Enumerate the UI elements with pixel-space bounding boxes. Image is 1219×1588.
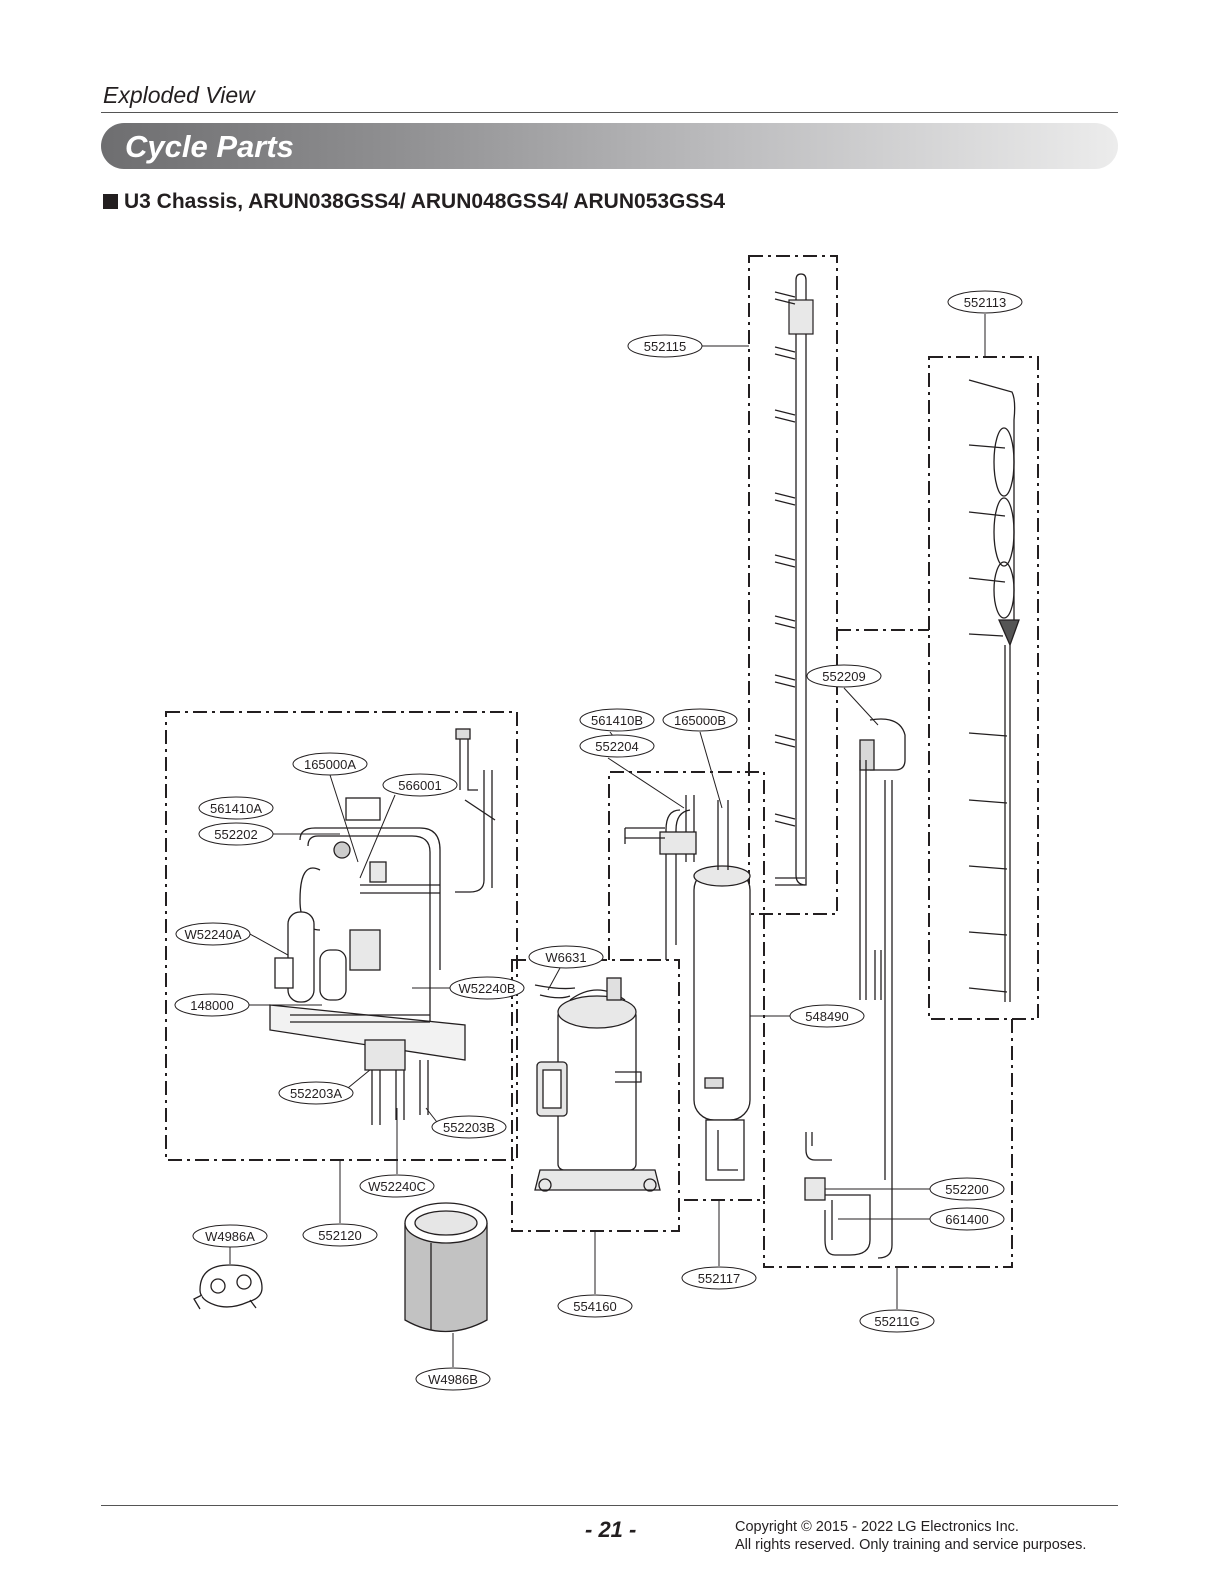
callout-552203A-text: 552203A bbox=[290, 1086, 342, 1101]
callout-552115-text: 552115 bbox=[644, 339, 686, 354]
callout-552204: 552204 bbox=[579, 734, 655, 758]
callout-W4986B: W4986B bbox=[415, 1367, 491, 1391]
callout-554160-text: 554160 bbox=[573, 1299, 616, 1314]
jacket-W4986B bbox=[404, 1202, 488, 1333]
top-rule bbox=[101, 112, 1118, 113]
callout-561410A-text: 561410A bbox=[210, 801, 262, 816]
callout-W4986A-text: W4986A bbox=[205, 1229, 255, 1244]
callout-566001: 566001 bbox=[382, 773, 458, 797]
leader-lines bbox=[229, 314, 986, 1367]
callout-552209-text: 552209 bbox=[822, 669, 865, 684]
header-tube-552115 bbox=[774, 273, 814, 886]
callout-552203A: 552203A bbox=[278, 1081, 354, 1105]
callout-552209: 552209 bbox=[806, 664, 882, 688]
callout-552120-text: 552120 bbox=[318, 1228, 361, 1243]
mount-W4986A bbox=[193, 1264, 263, 1310]
callout-W52240C: W52240C bbox=[359, 1174, 435, 1198]
accumulator-552117 bbox=[624, 795, 751, 1181]
callout-561410B: 561410B bbox=[579, 708, 655, 732]
callout-W52240B: W52240B bbox=[449, 976, 525, 1000]
section-title: Exploded View bbox=[103, 82, 255, 108]
callout-661400-text: 661400 bbox=[945, 1212, 988, 1227]
frame-55211G bbox=[763, 629, 1013, 1268]
callout-661400: 661400 bbox=[929, 1207, 1005, 1231]
callout-552204-text: 552204 bbox=[595, 739, 638, 754]
callout-548490-text: 548490 bbox=[805, 1009, 848, 1024]
bullet-square-icon bbox=[103, 194, 118, 209]
callout-W52240A-text: W52240A bbox=[184, 927, 241, 942]
callout-148000: 148000 bbox=[174, 993, 250, 1017]
callout-552115: 552115 bbox=[627, 334, 703, 358]
callout-548490: 548490 bbox=[789, 1004, 865, 1028]
callout-165000B-text: 165000B bbox=[674, 713, 726, 728]
callout-554160: 554160 bbox=[557, 1294, 633, 1318]
callout-552203B-text: 552203B bbox=[443, 1120, 495, 1135]
callout-W52240C-text: W52240C bbox=[368, 1179, 426, 1194]
callout-W52240B-text: W52240B bbox=[458, 981, 515, 996]
compressor-554160 bbox=[534, 977, 661, 1192]
copyright-line-1: Copyright © 2015 - 2022 LG Electronics I… bbox=[735, 1519, 1019, 1535]
callout-552200-text: 552200 bbox=[945, 1182, 988, 1197]
subtitle-text: U3 Chassis, ARUN038GSS4/ ARUN048GSS4/ AR… bbox=[124, 190, 726, 213]
callout-552117-text: 552117 bbox=[698, 1271, 740, 1286]
callout-55211G-text: 55211G bbox=[874, 1314, 919, 1329]
page-number: - 21 - bbox=[585, 1517, 637, 1542]
callout-561410A: 561410A bbox=[198, 796, 274, 820]
frame-552117 bbox=[608, 771, 765, 1201]
callout-552203B: 552203B bbox=[431, 1115, 507, 1139]
chassis-subtitle: U3 Chassis, ARUN038GSS4/ ARUN048GSS4/ AR… bbox=[103, 190, 725, 214]
frame-552113 bbox=[928, 356, 1039, 1020]
callout-552117: 552117 bbox=[681, 1266, 757, 1290]
callout-55211G: 55211G bbox=[859, 1309, 935, 1333]
distributor-552113 bbox=[968, 379, 1020, 1002]
callout-561410B-text: 561410B bbox=[591, 713, 643, 728]
valve-block-552120 bbox=[269, 728, 496, 1125]
callout-165000A-text: 165000A bbox=[304, 757, 356, 772]
callout-W52240A: W52240A bbox=[175, 922, 251, 946]
callout-552120: 552120 bbox=[302, 1223, 378, 1247]
cycle-parts-banner: Cycle Parts bbox=[101, 123, 1118, 169]
callout-552113-text: 552113 bbox=[964, 295, 1006, 310]
callout-552200: 552200 bbox=[929, 1177, 1005, 1201]
pipe-assembly-55211G bbox=[804, 718, 906, 1259]
callout-165000B: 165000B bbox=[662, 708, 738, 732]
callout-552202-text: 552202 bbox=[214, 827, 257, 842]
callout-W4986A: W4986A bbox=[192, 1224, 268, 1248]
callout-W6631-text: W6631 bbox=[545, 950, 586, 965]
callout-552113: 552113 bbox=[947, 290, 1023, 314]
callout-labels: 552115 552113 552209 561410B 165000B 552… bbox=[174, 290, 1023, 1391]
banner-title: Cycle Parts bbox=[125, 129, 294, 164]
callout-165000A: 165000A bbox=[292, 752, 368, 776]
copyright-notice: Copyright © 2015 - 2022 LG Electronics I… bbox=[735, 1518, 1086, 1554]
callout-566001-text: 566001 bbox=[398, 778, 441, 793]
copyright-line-2: All rights reserved. Only training and s… bbox=[735, 1537, 1087, 1553]
bottom-rule bbox=[101, 1505, 1118, 1506]
frame-552120 bbox=[165, 711, 518, 1161]
callout-W6631: W6631 bbox=[528, 945, 604, 969]
callout-552202: 552202 bbox=[198, 822, 274, 846]
callout-W4986B-text: W4986B bbox=[428, 1372, 478, 1387]
callout-148000-text: 148000 bbox=[190, 998, 233, 1013]
frame-552115 bbox=[748, 255, 838, 915]
